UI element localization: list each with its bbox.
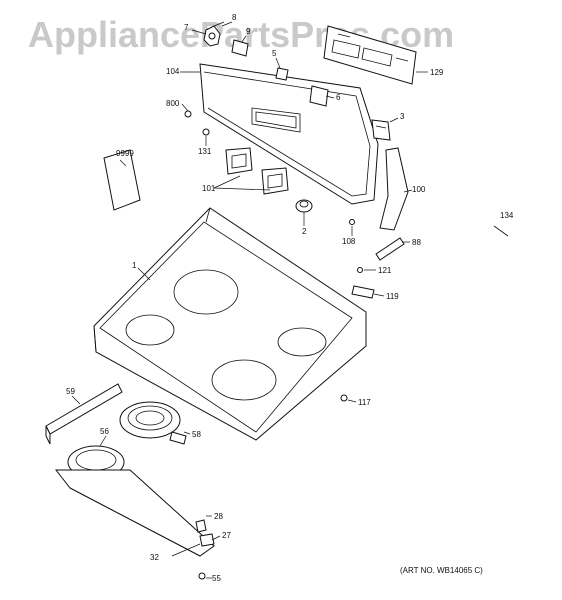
- screw-part-800: [184, 110, 192, 118]
- cooktop-glass: [93, 207, 367, 441]
- clip-part-9: [231, 39, 249, 57]
- burner-box-part-32: [54, 469, 215, 557]
- callout-27: 27: [222, 531, 231, 540]
- bracket-part-119: [351, 285, 375, 299]
- art-number: (ART NO. WB14065 C): [400, 566, 483, 575]
- sensor-part-3: [371, 119, 391, 141]
- callout-108: 108: [342, 237, 356, 246]
- leader-lines: [71, 21, 428, 579]
- callout-117: 117: [358, 398, 371, 407]
- screw-part-134: [493, 225, 509, 237]
- bracket-part-5: [275, 67, 289, 81]
- bracket-part-59: [45, 383, 123, 445]
- part-27: [199, 533, 215, 547]
- callout-5: 5: [272, 49, 277, 58]
- callout-129: 129: [430, 68, 444, 77]
- callout-101: 101: [202, 184, 216, 193]
- callout-8: 8: [232, 13, 237, 22]
- callout-3: 3: [400, 112, 405, 121]
- callout-58: 58: [192, 430, 201, 439]
- callout-119: 119: [386, 292, 399, 301]
- screw-part-131: [202, 128, 210, 136]
- callout-800: 800: [166, 99, 180, 108]
- callout-121: 121: [378, 266, 392, 275]
- callout-7: 7: [184, 23, 189, 32]
- knob-part-2: [295, 199, 313, 213]
- literature-part-9999: [103, 149, 141, 211]
- screw-part-117: [340, 394, 348, 402]
- label-part-6: [309, 85, 329, 107]
- callout-9999: 9999: [116, 149, 134, 158]
- control-panel-overlay: [323, 25, 417, 85]
- end-cap-part-100: [379, 147, 409, 231]
- screw-part-121: [357, 267, 363, 273]
- hinge-part-88: [375, 237, 405, 261]
- callout-56: 56: [100, 427, 109, 436]
- screw-part-55: [198, 572, 206, 580]
- part-28: [195, 519, 207, 533]
- callout-2: 2: [302, 227, 307, 236]
- callout-104: 104: [166, 67, 180, 76]
- callout-55: 55: [212, 574, 221, 583]
- screw-part-108: [349, 219, 355, 225]
- brackets-part-101: [225, 147, 289, 195]
- callout-28: 28: [214, 512, 223, 521]
- backsplash-panel: [199, 63, 379, 205]
- callout-131: 131: [198, 147, 212, 156]
- callout-134: 134: [500, 211, 514, 220]
- callout-59: 59: [66, 387, 75, 396]
- callout-32: 32: [150, 553, 159, 562]
- callout-labels: 7 8 9 5 104 129 6 800 3 131 9999 101 2 1…: [66, 13, 514, 583]
- callout-9: 9: [246, 27, 251, 36]
- surface-unit-part-58: [119, 401, 187, 445]
- callout-88: 88: [412, 238, 421, 247]
- callout-1: 1: [132, 261, 137, 270]
- callout-100: 100: [412, 185, 426, 194]
- switch-part-7-8: [203, 21, 225, 47]
- callout-6: 6: [336, 93, 341, 102]
